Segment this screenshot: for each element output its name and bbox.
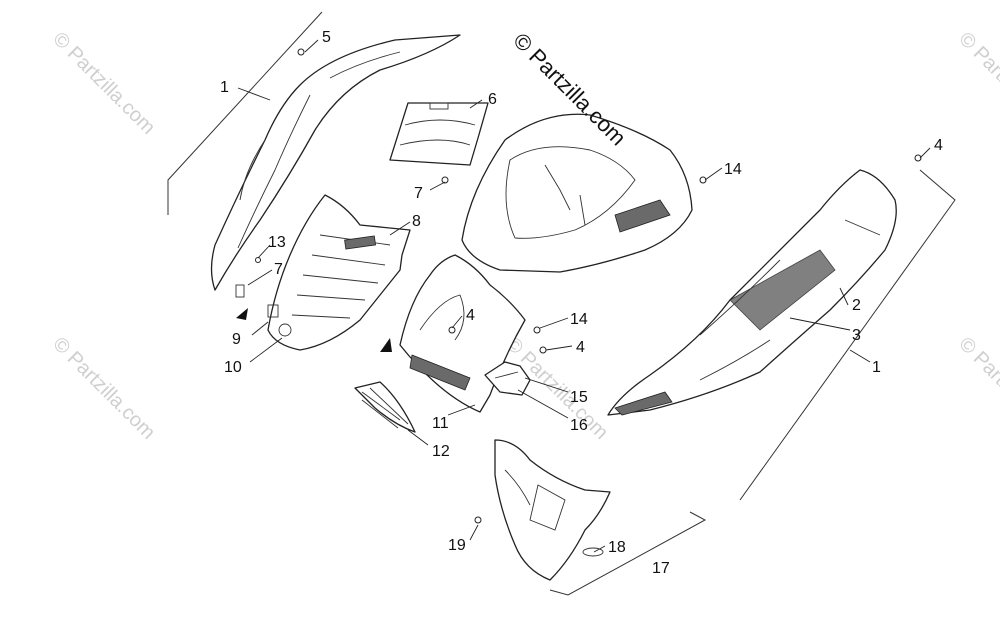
callout-labels: 1 5 6 7 8 13 7 9 10 14 4 2 3 1 4 14 4 15… bbox=[220, 29, 943, 577]
part-15-16-bracket bbox=[484, 361, 531, 396]
screw-4-lower bbox=[539, 346, 547, 354]
part-1-right-side-panel bbox=[607, 169, 897, 416]
screw-19 bbox=[474, 516, 482, 524]
callout-14-lower: 14 bbox=[570, 311, 588, 328]
callout-5: 5 bbox=[322, 29, 331, 46]
callout-13: 13 bbox=[268, 234, 286, 251]
callout-4-right: 4 bbox=[934, 137, 943, 154]
callout-4-center: 4 bbox=[466, 307, 475, 324]
watermark-faint-top-left: © Partzilla.com bbox=[48, 28, 159, 139]
callout-3: 3 bbox=[852, 327, 861, 344]
clip-14-lower bbox=[533, 326, 541, 334]
callout-2: 2 bbox=[852, 297, 861, 314]
bracket-item-17 bbox=[549, 511, 707, 596]
callout-12: 12 bbox=[432, 443, 450, 460]
callout-19: 19 bbox=[448, 537, 466, 554]
arrow-icon-center bbox=[380, 338, 392, 352]
callout-4-lower: 4 bbox=[576, 339, 585, 356]
callout-14-upper: 14 bbox=[724, 161, 742, 178]
callout-17: 17 bbox=[652, 560, 670, 577]
watermark-faint-mid-right: © Partzilla.com bbox=[954, 333, 1000, 444]
part-12-mesh-screen bbox=[354, 381, 416, 433]
screw-4-center bbox=[448, 326, 456, 334]
part-17-lower-nose bbox=[494, 439, 611, 581]
clip-7-upper bbox=[441, 176, 449, 184]
callout-15: 15 bbox=[570, 389, 588, 406]
fasteners bbox=[255, 48, 922, 524]
callout-11: 11 bbox=[432, 415, 449, 432]
callout-10: 10 bbox=[224, 359, 242, 376]
bracket-item-1-left bbox=[167, 11, 323, 215]
part-1-left-hood-panel bbox=[210, 34, 461, 291]
callout-9: 9 bbox=[232, 331, 241, 348]
callout-1-left: 1 bbox=[220, 79, 229, 96]
leader-lines bbox=[237, 39, 931, 553]
part-center-hood bbox=[461, 113, 693, 273]
screw-4-right bbox=[914, 154, 922, 162]
screw-13 bbox=[255, 257, 261, 263]
clip-14-upper bbox=[699, 176, 707, 184]
callout-8: 8 bbox=[412, 213, 421, 230]
screw-5 bbox=[297, 48, 305, 56]
part-8-louver-panel bbox=[235, 194, 411, 351]
callout-16: 16 bbox=[570, 417, 588, 434]
callout-18: 18 bbox=[608, 539, 626, 556]
part-6-decal bbox=[389, 102, 489, 166]
watermark-faint-mid-left: © Partzilla.com bbox=[48, 333, 159, 444]
watermark-faint-top-right: © Partzilla.com bbox=[954, 28, 1000, 139]
bracket-item-1-right bbox=[739, 169, 956, 501]
callout-6: 6 bbox=[488, 91, 497, 108]
callout-1-right: 1 bbox=[872, 359, 881, 376]
callout-7-upper: 7 bbox=[414, 185, 423, 202]
arrow-icon-left bbox=[236, 308, 248, 320]
callout-7-lower: 7 bbox=[274, 261, 283, 278]
